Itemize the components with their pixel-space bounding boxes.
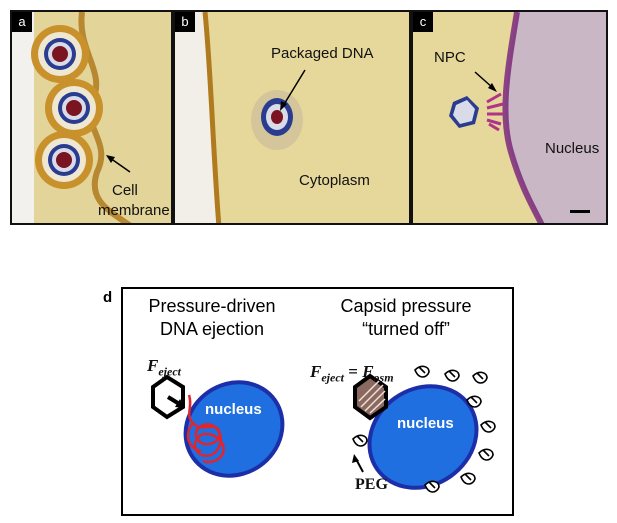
- virion-2: [45, 79, 103, 137]
- packaged-dna-label: Packaged DNA: [271, 45, 374, 62]
- virion-1: [31, 25, 89, 83]
- f-osm-subscript: osm: [373, 370, 394, 385]
- f-eject-right-subscript: eject: [321, 370, 344, 385]
- virion-3: [35, 131, 93, 189]
- nucleus-right-label: nucleus: [397, 415, 454, 432]
- npc-structure: [486, 92, 504, 132]
- scale-bar: [570, 210, 590, 213]
- nucleus-left-shape: [183, 380, 285, 478]
- left-title-line2: DNA ejection: [159, 319, 265, 339]
- panel-c-label: c: [413, 12, 433, 32]
- cell-label: Cell: [112, 182, 138, 199]
- dna-arrow: [282, 69, 306, 107]
- panel-b-image: [175, 12, 409, 223]
- nucleus-em-label: Nucleus: [545, 140, 600, 157]
- f-eject-subscript: eject: [158, 364, 181, 379]
- panel-c-micrograph: c NPC Nucleus: [411, 10, 608, 225]
- f-balance-label: Feject = Fosm: [310, 363, 394, 386]
- panel-d-schematic: Pressure-driven DNA ejection Capsid pres…: [121, 287, 514, 516]
- left-title-line1: Pressure-driven: [148, 296, 276, 316]
- packaged-dna-virion: [261, 98, 293, 136]
- panel-a-image: [12, 12, 171, 223]
- panel-a-micrograph: a Cell membrane: [10, 10, 173, 225]
- panel-d-drawing: [151, 365, 496, 493]
- right-title-line2: “turned off”: [362, 319, 450, 339]
- f-osm-symbol: F: [362, 362, 374, 381]
- cytoplasm-label: Cytoplasm: [299, 172, 370, 189]
- panel-b-label: b: [175, 12, 195, 32]
- npc-arrow: [474, 71, 494, 89]
- nucleus-left-label: nucleus: [205, 401, 262, 418]
- peg-label: PEG: [355, 476, 388, 493]
- panel-c-image: [413, 12, 606, 223]
- f-eject-right-symbol: F: [310, 362, 322, 381]
- right-title-line1: Capsid pressure: [340, 296, 472, 316]
- membrane-label: membrane: [98, 202, 170, 219]
- f-eject-left-label: Feject: [147, 357, 181, 380]
- panel-b-micrograph: b Packaged DNA Cytoplasm: [173, 10, 411, 225]
- panel-d-label: d: [103, 289, 113, 306]
- dna-tangle: [186, 394, 225, 464]
- peg-molecules: [352, 365, 496, 493]
- npc-label: NPC: [434, 49, 466, 66]
- membrane-arrow: [109, 157, 131, 173]
- equals-sign: =: [348, 362, 358, 381]
- panel-a-label: a: [12, 12, 32, 32]
- f-eject-symbol: F: [147, 356, 159, 375]
